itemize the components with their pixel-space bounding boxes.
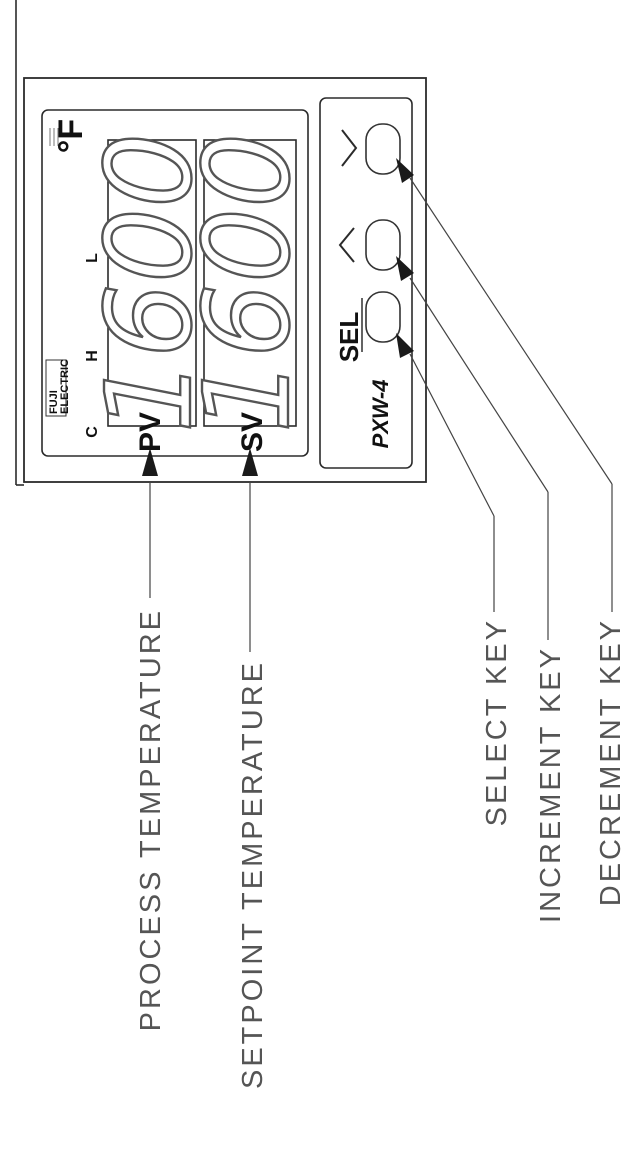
process-temperature-callout: PROCESS TEMPERATURE — [135, 608, 167, 1031]
sv-label: SV — [236, 412, 269, 452]
model-label: PXW-4 — [368, 380, 393, 449]
pv-label: PV — [134, 412, 167, 452]
increment-arrow — [396, 256, 414, 281]
brand-line2: ELECTRIC — [59, 359, 71, 414]
controller-bezel — [23, 77, 427, 483]
pv-display-window — [107, 139, 197, 427]
select-arrow — [396, 333, 414, 358]
increment-key-callout: INCREMENT KEY — [535, 646, 567, 923]
decrement-arrow — [396, 158, 414, 183]
indicator-l: L — [84, 253, 101, 263]
decrement-key-button[interactable] — [365, 123, 401, 175]
setpoint-arrow — [242, 448, 258, 476]
indicator-c: C — [84, 426, 101, 438]
chevron-up-icon — [338, 227, 355, 263]
brand-line1: FUJI — [48, 390, 60, 414]
key-panel — [319, 97, 413, 469]
indicator-h: H — [84, 350, 101, 362]
select-key-callout: SELECT KEY — [481, 618, 513, 826]
decrement-key-callout: DECREMENT KEY — [595, 618, 627, 906]
increment-leader-diagonal — [409, 277, 549, 493]
unit-label: °F — [52, 119, 90, 153]
sel-label: SEL — [334, 312, 364, 363]
brand-logo: FUJI ELECTRIC — [45, 359, 71, 417]
pv-value: 1600 — [80, 133, 218, 433]
chevron-down-icon — [341, 129, 358, 167]
scale-ticks — [49, 128, 59, 146]
select-leader-diagonal — [409, 353, 495, 517]
process-arrow — [142, 448, 158, 476]
decrement-leader-diagonal — [409, 177, 613, 485]
display-panel — [41, 109, 309, 457]
select-key-button[interactable] — [365, 291, 401, 343]
setpoint-temperature-callout: SETPOINT TEMPERATURE — [237, 660, 269, 1089]
sv-display-window — [203, 139, 297, 427]
increment-key-button[interactable] — [365, 219, 401, 271]
sv-value: 1600 — [178, 133, 316, 433]
mounting-plate — [15, 0, 24, 486]
